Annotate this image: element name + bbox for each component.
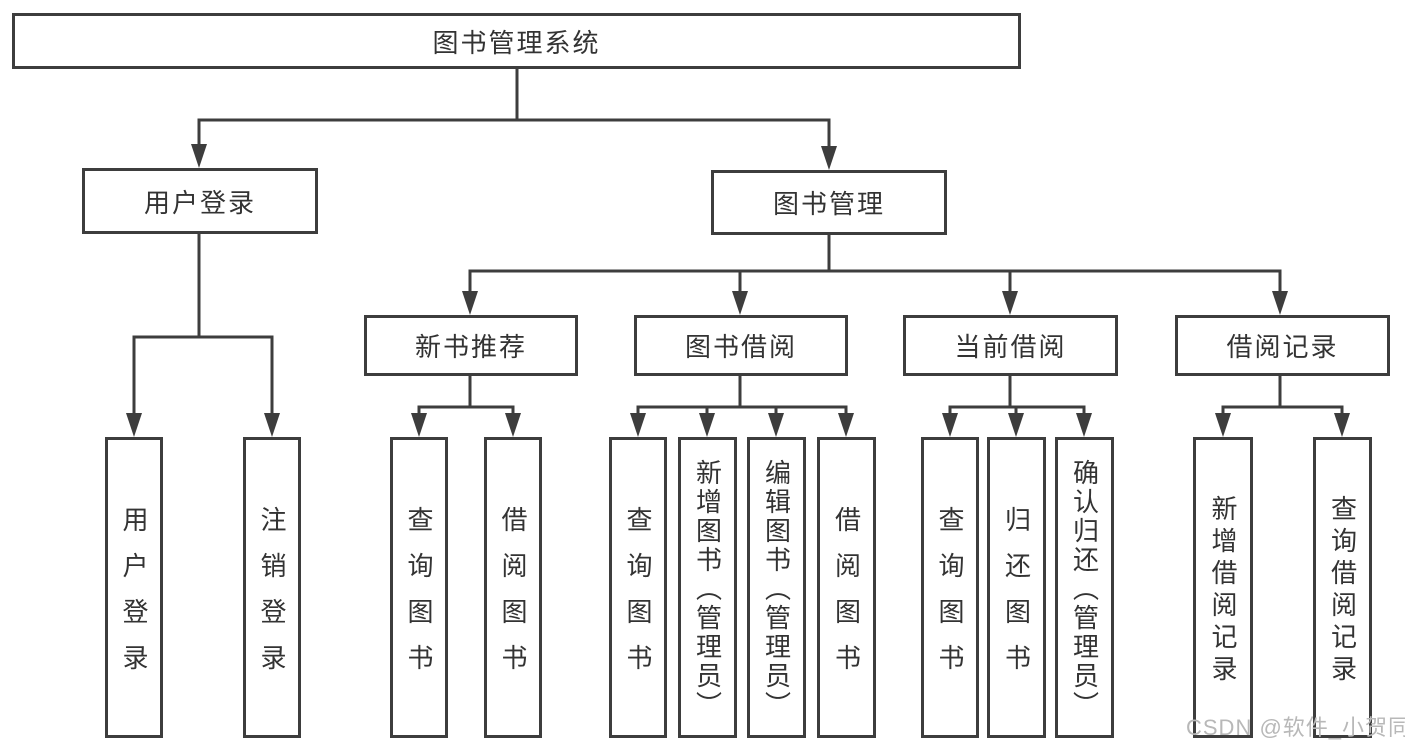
- node-leaf-query-borrow-record: 查询借阅记录: [1313, 437, 1372, 738]
- node-book-borrowing: 图书借阅: [634, 315, 848, 376]
- node-label: 当前借阅: [954, 332, 1067, 362]
- node-leaf-query-books-bb: 查询图书: [609, 437, 667, 738]
- arrow-down-icon: [126, 413, 142, 437]
- arrow-down-icon: [1215, 413, 1231, 437]
- arrow-down-icon: [1272, 291, 1288, 315]
- node-label: 借阅图书: [831, 505, 862, 690]
- node-label: 用户登录: [119, 505, 149, 690]
- node-leaf-user-login: 用户登录: [105, 437, 163, 738]
- arrowheads: [126, 144, 1350, 437]
- connector-user-login: [132, 233, 274, 420]
- connector-book-borrow: [636, 376, 848, 420]
- arrow-down-icon: [838, 413, 854, 437]
- node-label: 用户登录: [143, 187, 256, 218]
- node-label: 查询图书: [623, 505, 653, 690]
- node-borrow-records: 借阅记录: [1175, 315, 1390, 376]
- arrow-down-icon: [1334, 413, 1350, 437]
- arrow-down-icon: [1002, 291, 1018, 315]
- arrow-down-icon: [505, 413, 521, 437]
- node-label: 图书管理系统: [432, 27, 601, 58]
- node-current-borrowing: 当前借阅: [903, 315, 1118, 376]
- arrow-down-icon: [264, 413, 280, 437]
- node-leaf-confirm-return-admin: 确认归还（管理员）: [1055, 437, 1114, 738]
- node-label: 新增借阅记录: [1208, 494, 1238, 687]
- arrow-down-icon: [462, 291, 478, 315]
- csdn-watermark: CSDN @软件_小贺同学: [1186, 715, 1405, 740]
- node-label: 借阅记录: [1226, 332, 1339, 362]
- connector-new-books: [417, 376, 515, 420]
- arrow-down-icon: [191, 144, 207, 168]
- node-label: 查询借阅记录: [1327, 494, 1358, 687]
- arrow-down-icon: [699, 413, 715, 437]
- node-label: 查询图书: [404, 505, 434, 690]
- node-label: 查询图书: [935, 505, 965, 690]
- node-leaf-borrow-books-bb: 借阅图书: [817, 437, 876, 738]
- node-leaf-borrow-books-nb: 借阅图书: [484, 437, 542, 738]
- node-label: 归还图书: [1001, 505, 1032, 690]
- node-leaf-add-books-admin: 新增图书（管理员）: [678, 437, 737, 738]
- connector-borrow-records: [1221, 376, 1344, 420]
- arrow-down-icon: [1076, 413, 1092, 437]
- arrow-down-icon: [1008, 413, 1024, 437]
- arrow-down-icon: [630, 413, 646, 437]
- arrow-down-icon: [411, 413, 427, 437]
- node-label: 借阅图书: [498, 505, 528, 690]
- node-leaf-query-books-nb: 查询图书: [390, 437, 448, 738]
- arrow-down-icon: [768, 413, 784, 437]
- node-user-login: 用户登录: [82, 168, 318, 234]
- node-leaf-edit-books-admin: 编辑图书（管理员）: [747, 437, 806, 738]
- node-label: 图书管理: [772, 189, 885, 219]
- node-label: 图书借阅: [684, 332, 797, 362]
- connector-book-mgmt: [468, 235, 1282, 298]
- node-label: 确认归还（管理员）: [1069, 458, 1100, 720]
- node-leaf-return-books: 归还图书: [987, 437, 1046, 738]
- node-library-system: 图书管理系统: [12, 13, 1021, 69]
- node-label: 注销登录: [257, 505, 287, 690]
- arrow-down-icon: [821, 146, 837, 170]
- node-label: 新书推荐: [414, 332, 527, 362]
- node-label: 新增图书（管理员）: [692, 458, 723, 720]
- node-book-management: 图书管理: [711, 170, 947, 235]
- node-new-book-recommend: 新书推荐: [364, 315, 578, 376]
- node-leaf-query-books-cb: 查询图书: [921, 437, 979, 738]
- arrow-down-icon: [732, 291, 748, 315]
- connector-root: [197, 68, 831, 152]
- arrow-down-icon: [942, 413, 958, 437]
- node-leaf-logout: 注销登录: [243, 437, 301, 738]
- node-leaf-add-borrow-record: 新增借阅记录: [1193, 437, 1253, 738]
- node-label: 编辑图书（管理员）: [761, 458, 792, 720]
